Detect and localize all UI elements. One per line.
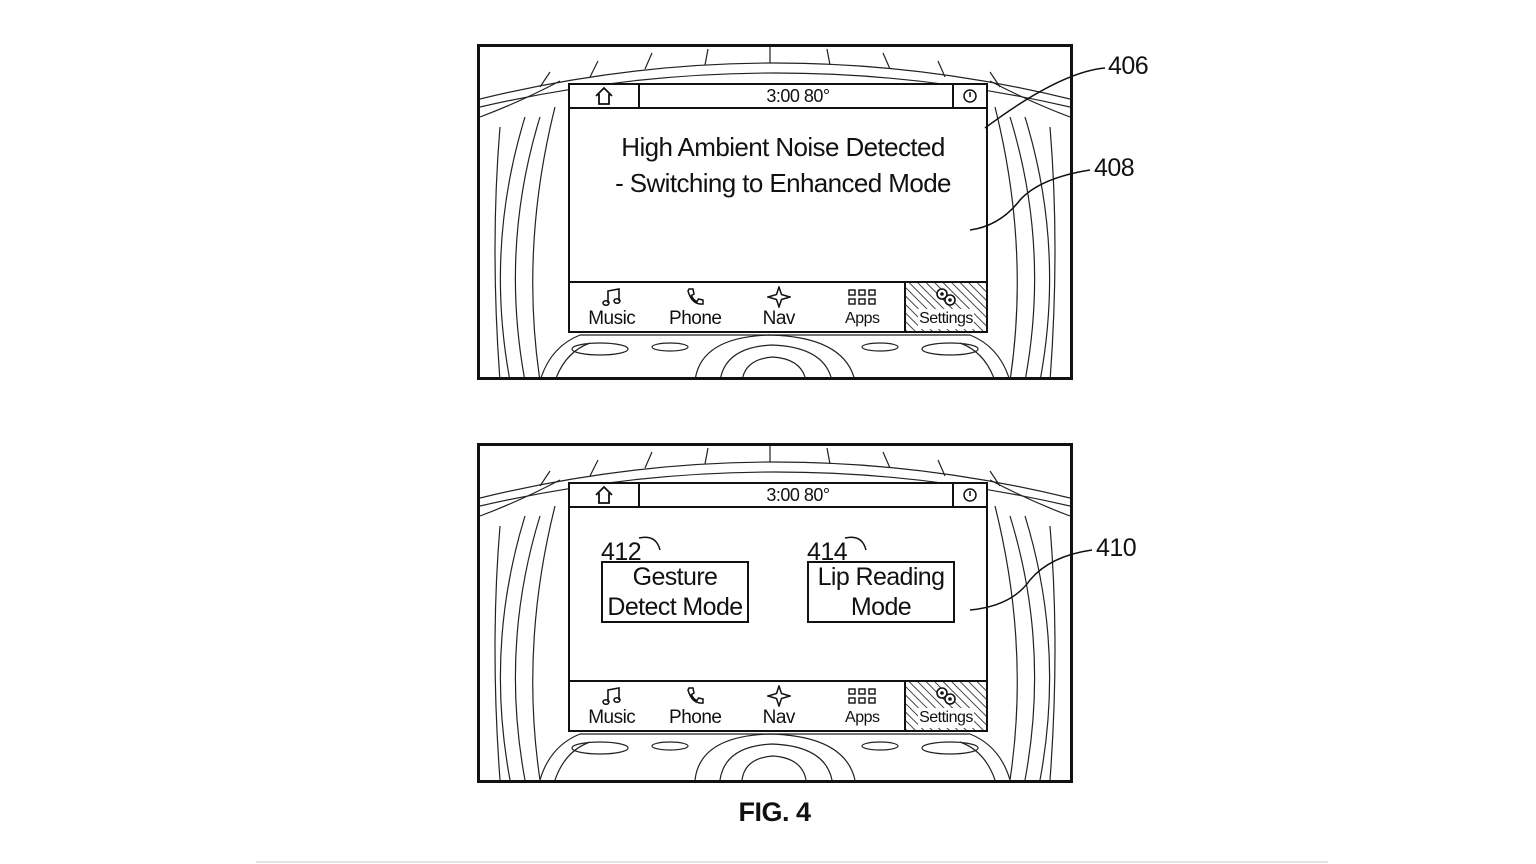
power-icon	[963, 488, 977, 502]
nav-label-phone: Phone	[669, 308, 722, 329]
nav-label-nav: Nav	[762, 308, 796, 329]
gesture-mode-line-2: Detect Mode	[607, 593, 743, 621]
message-line-1: High Ambient Noise Detected	[621, 132, 945, 162]
gears-icon	[936, 687, 956, 705]
bottom-nav-bar: Music Phone Nav	[570, 281, 986, 331]
nav-item-settings[interactable]: Settings	[904, 283, 986, 331]
message-line-2: - Switching to Enhanced Mode	[615, 168, 951, 198]
nav-label-music: Music	[588, 707, 636, 728]
nav-label-music: Music	[588, 308, 636, 329]
ref-408: 408	[1094, 154, 1135, 182]
grid-icon	[848, 688, 876, 704]
nav-label-settings: Settings	[918, 708, 974, 728]
gesture-mode-line-1: Gesture	[632, 563, 718, 591]
home-button[interactable]	[570, 484, 640, 506]
nav-label-nav: Nav	[762, 707, 796, 728]
noise-alert-message: High Ambient Noise Detected - Switching …	[570, 129, 986, 201]
status-bar: 3:00 80°	[570, 484, 986, 508]
nav-item-phone[interactable]: Phone	[654, 283, 738, 331]
nav-item-phone[interactable]: Phone	[654, 682, 738, 730]
ref-406: 406	[1108, 52, 1149, 80]
lip-mode-line-2: Mode	[850, 593, 912, 621]
clock-temperature: 3:00 80°	[766, 86, 830, 106]
nav-item-apps[interactable]: Apps	[821, 283, 905, 331]
nav-item-music[interactable]: Music	[570, 283, 654, 331]
page-divider	[256, 861, 1328, 863]
home-icon	[595, 86, 613, 105]
nav-label-apps: Apps	[845, 709, 880, 726]
bottom-screen: 3:00 80° 412 Gesture Detect Mode 414 Lip…	[568, 482, 988, 732]
power-icon	[963, 89, 977, 103]
phone-icon	[687, 687, 704, 704]
home-button[interactable]	[570, 85, 640, 107]
home-icon	[595, 485, 613, 504]
dashboard-drawing	[480, 446, 1070, 780]
nav-item-settings[interactable]: Settings	[904, 682, 986, 730]
nav-item-music[interactable]: Music	[570, 682, 654, 730]
music-note-icon	[602, 687, 621, 706]
nav-item-nav[interactable]: Nav	[737, 682, 821, 730]
dashboard-drawing	[480, 47, 1070, 377]
bottom-display-frame: 3:00 80° 412 Gesture Detect Mode 414 Lip…	[477, 443, 1073, 783]
phone-icon	[687, 288, 704, 305]
nav-label-phone: Phone	[669, 707, 722, 728]
nav-label-settings: Settings	[918, 309, 974, 329]
status-bar: 3:00 80°	[570, 85, 986, 109]
lip-reading-mode-button[interactable]: Lip Reading Mode	[807, 561, 955, 623]
nav-item-nav[interactable]: Nav	[737, 283, 821, 331]
figure-label: FIG. 4	[738, 797, 811, 827]
star-compass-icon	[766, 286, 791, 308]
top-display-frame: 3:00 80° High Ambient Noise Detected - S…	[477, 44, 1073, 380]
lip-mode-line-1: Lip Reading	[817, 563, 945, 591]
bottom-nav-bar: Music Phone Nav	[570, 680, 986, 730]
power-button[interactable]	[952, 484, 986, 506]
power-button[interactable]	[952, 85, 986, 107]
music-note-icon	[602, 288, 621, 307]
grid-icon	[848, 289, 876, 305]
ref-410: 410	[1096, 534, 1137, 562]
top-screen: 3:00 80° High Ambient Noise Detected - S…	[568, 83, 988, 333]
gesture-detect-mode-button[interactable]: Gesture Detect Mode	[601, 561, 749, 623]
nav-item-apps[interactable]: Apps	[821, 682, 905, 730]
nav-label-apps: Apps	[845, 310, 880, 327]
clock-temperature: 3:00 80°	[766, 485, 830, 505]
gears-icon	[936, 288, 956, 306]
star-compass-icon	[766, 685, 791, 707]
